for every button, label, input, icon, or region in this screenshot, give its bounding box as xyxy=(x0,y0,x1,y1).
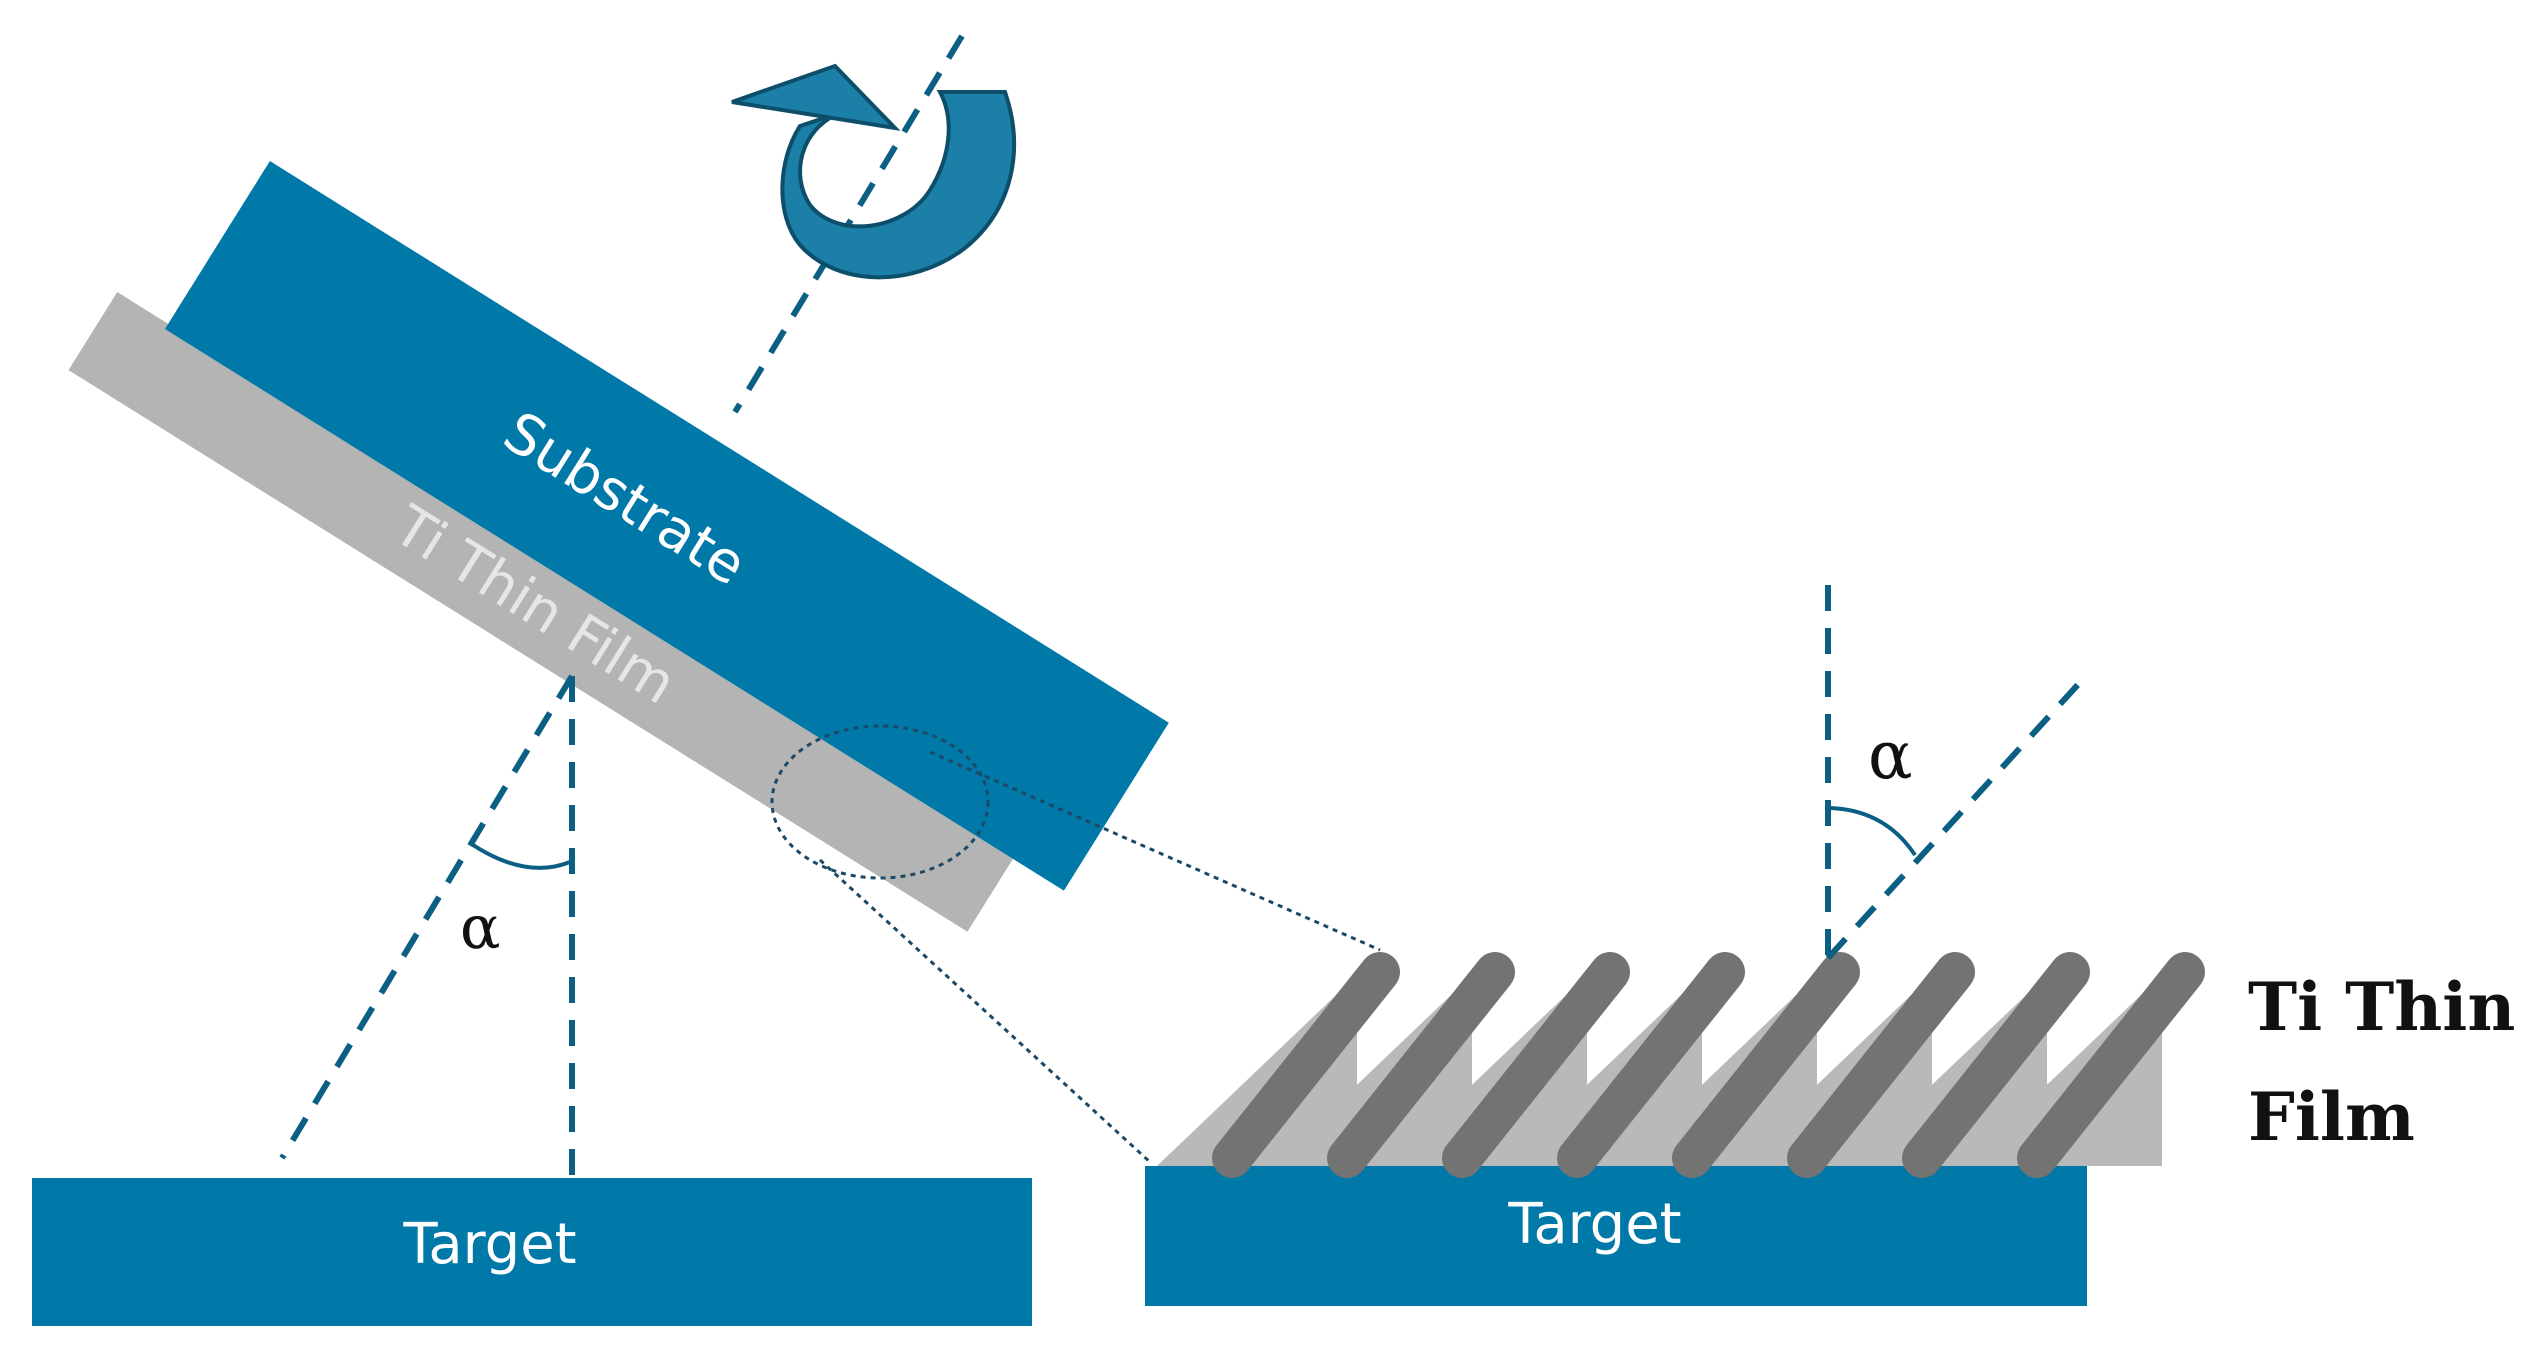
nanocolumn-shadow xyxy=(1502,975,1702,1166)
nanocolumn xyxy=(1902,952,2090,1178)
nanocolumn xyxy=(1787,952,1975,1178)
target-left-label: Target xyxy=(402,1212,576,1277)
nanocolumn xyxy=(1557,952,1745,1178)
nanocolumn xyxy=(1212,952,1400,1178)
angle-arc-left xyxy=(468,841,571,870)
substrate-block xyxy=(164,161,1169,891)
nanocolumn-shadow xyxy=(1387,975,1587,1166)
nanocolumn-shadow xyxy=(1272,975,1472,1166)
nanocolumn-shadow xyxy=(1732,975,1932,1166)
nanocolumn xyxy=(1672,952,1860,1178)
nanocolumn-shadow xyxy=(1962,975,2162,1166)
nanocolumn xyxy=(1327,952,1515,1178)
nanocolumn xyxy=(2017,952,2205,1178)
zoom-circle xyxy=(770,724,990,880)
film-label-line-2: Film xyxy=(2248,1078,2415,1156)
incident-flux-line-left xyxy=(279,674,575,1160)
rotation-arrow-icon xyxy=(731,63,1017,280)
zoom-line-top xyxy=(929,750,1381,952)
nanocolumn-shadow xyxy=(1157,975,1357,1166)
nanocolumn-shadow xyxy=(1847,975,2047,1166)
incident-flux-line-right xyxy=(1825,675,2087,961)
tilted-substrate-assembly: Substrate Ti Thin Film xyxy=(68,161,1169,932)
target-left: Target xyxy=(32,1178,1032,1326)
angle-alpha-right: α xyxy=(1868,717,1913,794)
nanocolumn-array xyxy=(1157,952,2205,1178)
angle-alpha-left: α xyxy=(460,893,501,963)
angle-arc-right xyxy=(1829,806,1917,857)
target-right-label: Target xyxy=(1507,1192,1681,1257)
film-label-line-1: Ti Thin xyxy=(2248,968,2515,1046)
target-right: Target xyxy=(1145,1166,2087,1306)
nanocolumn xyxy=(1442,952,1630,1178)
zoom-line-bottom xyxy=(818,858,1152,1164)
nanocolumn-shadow xyxy=(1617,975,1817,1166)
